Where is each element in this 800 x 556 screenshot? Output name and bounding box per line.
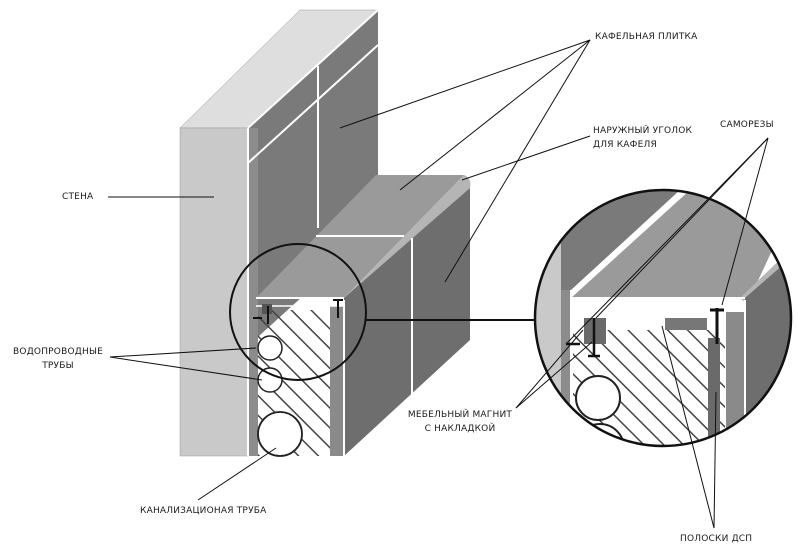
label-tile: КАФЕЛЬНАЯ ПЛИТКА (595, 32, 698, 42)
label-sewer-pipe: КАНАЛИЗАЦИОНАЯ ТРУБА (140, 506, 267, 516)
label-magnet-line1: МЕБЕЛЬНЫЙ МАГНИТ (407, 410, 513, 420)
label-corner-line1: НАРУЖНЫЙ УГОЛОК (593, 126, 693, 136)
label-water-pipes-line2: ТРУБЫ (42, 361, 74, 371)
label-corner-line2: ДЛЯ КАФЕЛЯ (593, 140, 657, 150)
zoom-circle (533, 188, 793, 448)
zoom-detail (535, 190, 791, 446)
label-wall: СТЕНА (62, 192, 94, 202)
label-corner: НАРУЖНЫЙ УГОЛОК ДЛЯ КАФЕЛЯ (593, 124, 692, 152)
wall (179, 9, 379, 457)
wall-tiles (247, 9, 379, 456)
label-strips: ПОЛОСКИ ДСП (680, 534, 753, 544)
detail-marker-circle (229, 243, 367, 381)
label-magnet-line2: С НАКЛАДКОЙ (424, 424, 496, 434)
leader-lines (108, 39, 769, 529)
pipes-area (253, 299, 343, 457)
label-screws: САМОРЕЗЫ (720, 120, 774, 130)
label-water-pipes-line1: ВОДОПРОВОДНЫЕ (13, 347, 103, 357)
label-water-pipes: ВОДОПРОВОДНЫЕ ТРУБЫ (8, 345, 108, 373)
label-magnet: МЕБЕЛЬНЫЙ МАГНИТ С НАКЛАДКОЙ (400, 408, 520, 436)
